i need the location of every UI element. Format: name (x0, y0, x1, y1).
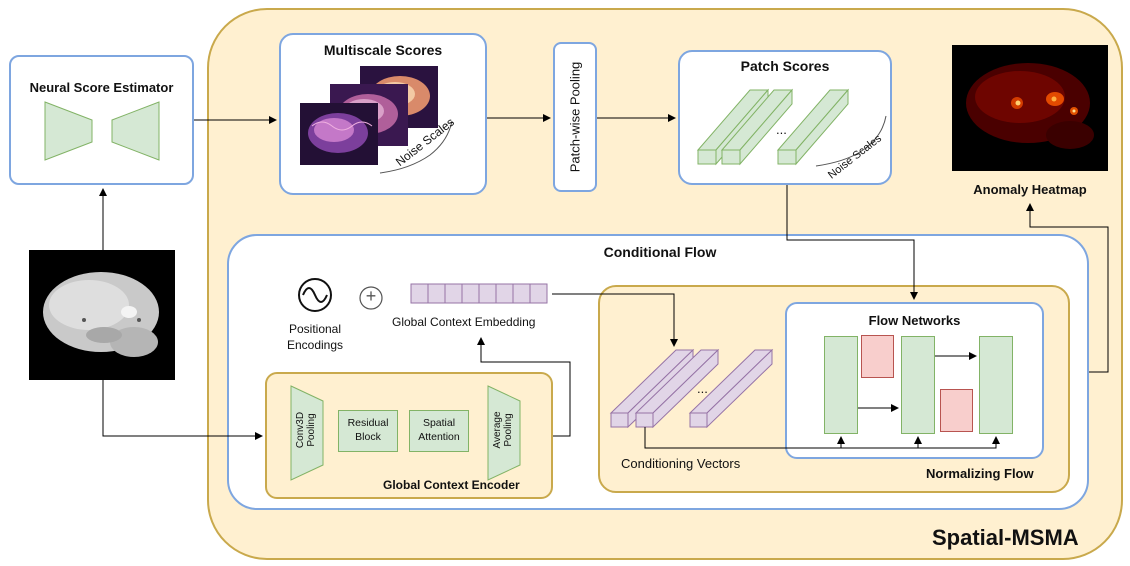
patch-score-cuboids (696, 88, 887, 167)
flow-layer-3 (979, 336, 1013, 434)
flow-layer-2 (901, 336, 935, 434)
flow-networks-title: Flow Networks (868, 313, 961, 328)
residual-block (338, 410, 398, 452)
encoder-decoder-icon (44, 101, 160, 161)
flow-coupling-1 (861, 335, 894, 378)
conditioning-vector-cuboids (609, 348, 774, 429)
multiscale-scores-title: Multiscale Scores (323, 42, 443, 58)
patch-scores-title: Patch Scores (740, 58, 830, 74)
global-context-encoder-title: Global Context Encoder (383, 478, 520, 492)
residual-label-line2: Block (355, 431, 381, 443)
plus-symbol: + (365, 286, 377, 306)
conditioning-vectors-label: Conditioning Vectors (621, 456, 741, 471)
spatial-label-line2: Attention (418, 431, 460, 443)
patch-wise-pooling-box (553, 42, 597, 192)
brain-mri-image (29, 250, 175, 380)
flow-layer-1 (824, 336, 858, 434)
plus-circle-icon (359, 286, 383, 310)
anomaly-heatmap-image (952, 45, 1108, 171)
sine-wave-icon (298, 278, 332, 312)
conv3d-pooling-block (290, 385, 324, 481)
spatial-attention-block (409, 410, 469, 452)
normalizing-flow-title: Normalizing Flow (926, 466, 1034, 481)
spatial-msma-title: Spatial-MSMA (932, 525, 1079, 550)
positional-encodings-label: Positional Encodings (270, 321, 360, 353)
anomaly-heatmap-title: Anomaly Heatmap (973, 182, 1087, 197)
patch-scores-ellipsis: ... (776, 122, 787, 137)
flow-coupling-2 (940, 389, 973, 432)
residual-label-line1: Residual (347, 417, 389, 429)
multiscale-score-maps (300, 66, 453, 174)
conditioning-vectors-ellipsis: ... (697, 381, 708, 396)
average-pooling-block (487, 385, 521, 481)
positional-encodings-line1: Positional (288, 322, 342, 336)
spatial-label-line1: Spatial (422, 417, 456, 429)
neural-score-estimator-box (9, 55, 194, 185)
global-context-embedding-label: Global Context Embedding (392, 315, 536, 329)
positional-encodings-line2: Encodings (286, 338, 344, 352)
global-context-embedding-vector (410, 283, 548, 304)
neural-score-estimator-title: Neural Score Estimator (29, 80, 174, 95)
conditional-flow-title: Conditional Flow (603, 244, 717, 260)
spatial-attention-label: Spatial Attention (409, 416, 469, 444)
residual-block-label: Residual Block (338, 416, 398, 444)
